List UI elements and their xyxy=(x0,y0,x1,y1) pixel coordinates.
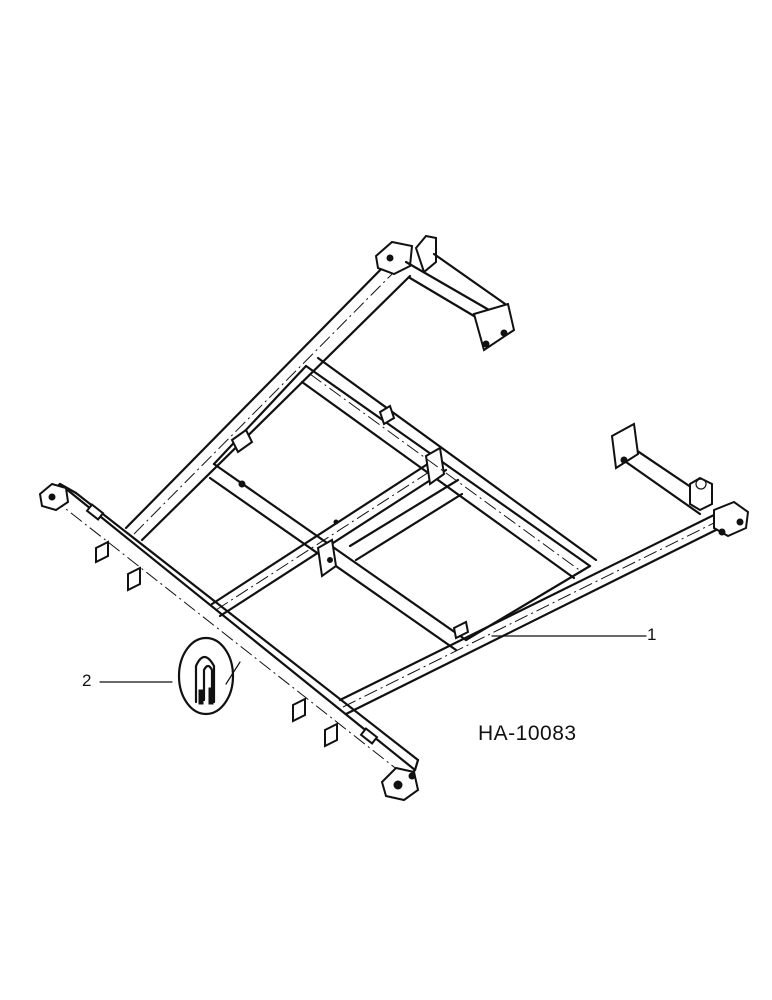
inner-frame xyxy=(208,356,598,652)
callout-2-number: 2 xyxy=(82,671,92,690)
left-side-rail xyxy=(124,234,516,542)
callout-1-number: 1 xyxy=(647,625,657,644)
front-main-beam xyxy=(38,482,420,802)
drawing-id-label: HA-10083 xyxy=(478,722,577,745)
right-main-rail xyxy=(338,422,750,716)
spring-tine-detail xyxy=(177,636,235,716)
